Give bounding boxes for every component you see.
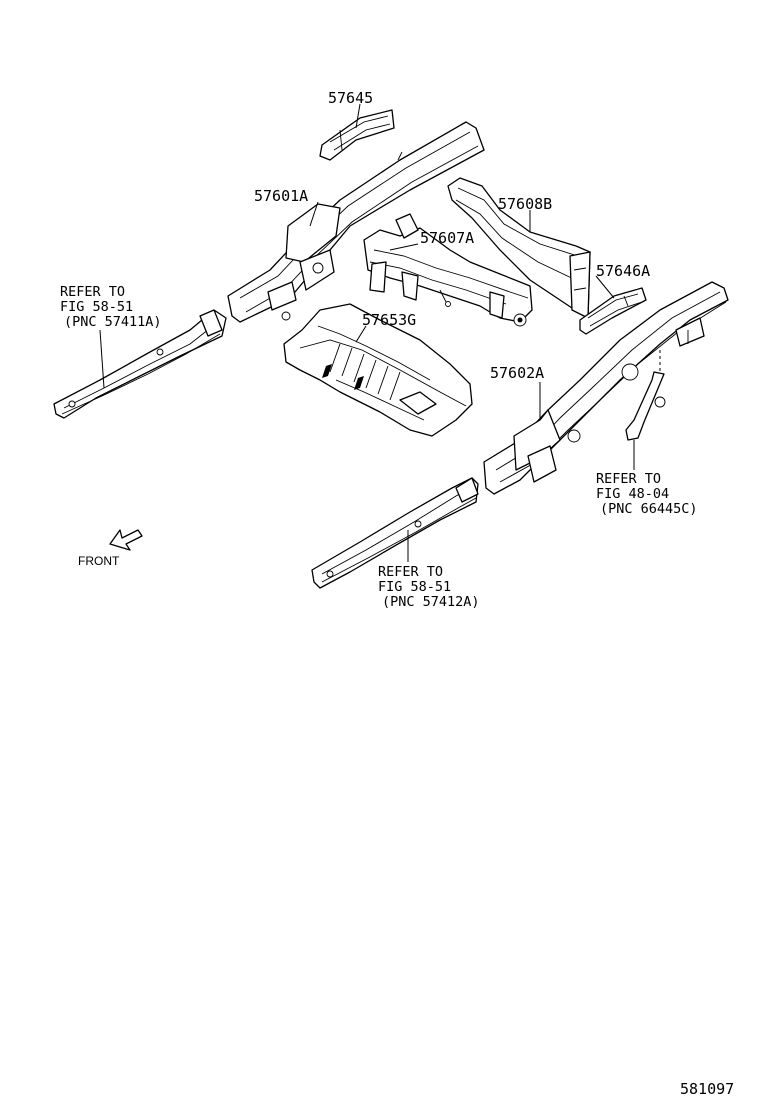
front-arrow-icon: [109, 529, 143, 551]
part-ref-57411a: [53, 309, 227, 419]
part-57653g: [283, 303, 473, 437]
label-57645: 57645: [328, 89, 373, 107]
front-label: FRONT: [78, 554, 120, 568]
ref-left-line3: (PNC 57411A): [64, 314, 162, 330]
label-57653g: 57653G: [362, 311, 416, 329]
ref-right-line2: FIG 48-04: [596, 486, 669, 502]
part-ref-66445c: [625, 350, 666, 441]
ref-note-right: REFER TO FIG 48-04 (PNC 66445C): [596, 471, 698, 517]
ref-bottom-line3: (PNC 57412A): [382, 594, 480, 610]
label-57646a: 57646A: [596, 262, 650, 280]
part-57645: [319, 109, 395, 161]
ref-right-line1: REFER TO: [596, 471, 661, 487]
ref-left-line1: REFER TO: [60, 284, 125, 300]
part-ref-57412a: [311, 477, 479, 589]
ref-bottom-line1: REFER TO: [378, 564, 443, 580]
label-57602a: 57602A: [490, 364, 544, 382]
label-57608b: 57608B: [498, 195, 552, 213]
label-57601a: 57601A: [254, 187, 308, 205]
ref-note-left: REFER TO FIG 58-51 (PNC 57411A): [60, 284, 162, 330]
ref-right-line3: (PNC 66445C): [600, 501, 698, 517]
part-57601a: [227, 121, 485, 323]
label-57607a: 57607A: [420, 229, 474, 247]
ref-note-bottom: REFER TO FIG 58-51 (PNC 57412A): [378, 564, 480, 610]
part-57607a: [363, 213, 533, 327]
part-57602a: [483, 281, 729, 495]
part-57646a: [579, 287, 647, 335]
leader-lines: [99, 103, 635, 562]
ref-bottom-line2: FIG 58-51: [378, 579, 451, 595]
part-57608b: [447, 177, 591, 319]
figure-number: 581097: [680, 1080, 734, 1098]
ref-left-line2: FIG 58-51: [60, 299, 133, 315]
